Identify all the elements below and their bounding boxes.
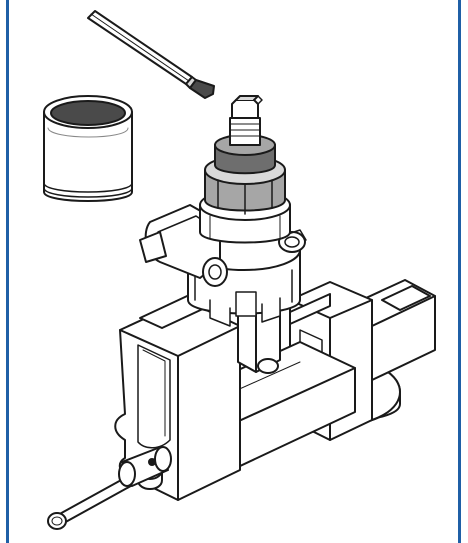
vise-handle-icon <box>47 446 172 530</box>
tool-assembly-icon <box>139 95 307 374</box>
paint-can-icon <box>43 95 133 202</box>
right-border-rule <box>458 0 461 543</box>
bench-vise-icon <box>114 279 436 501</box>
brush-icon <box>87 10 215 99</box>
left-border-rule <box>6 0 9 543</box>
